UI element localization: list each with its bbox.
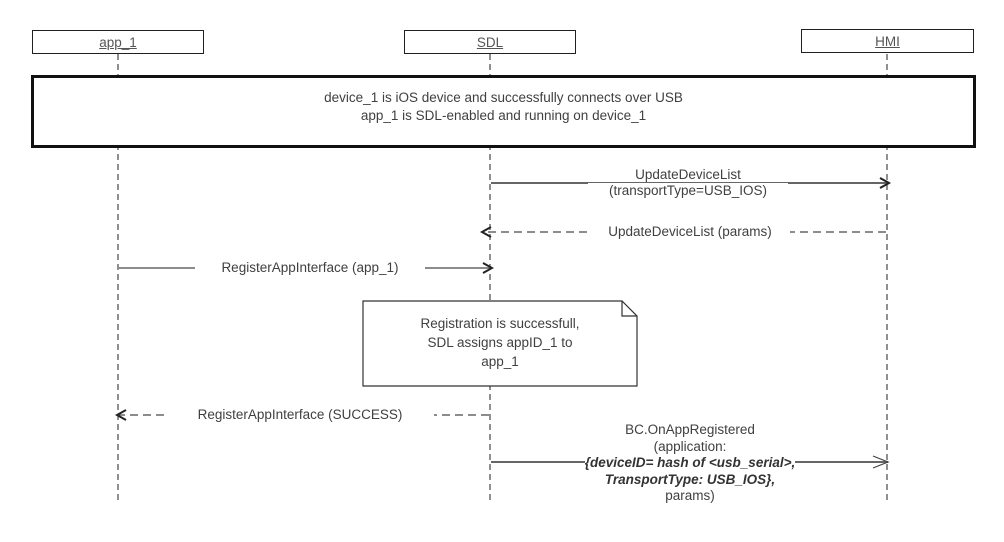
message-label-line: BC.OnAppRegistered xyxy=(625,422,755,437)
actor-hmi: HMI xyxy=(801,29,974,53)
message-label-on-app-registered: BC.OnAppRegistered (application: {device… xyxy=(555,422,825,505)
message-label-line: (application: xyxy=(653,438,727,454)
return-label-register-app-interface: RegisterAppInterface (SUCCESS) xyxy=(166,407,434,423)
message-label-line: UpdateDeviceList xyxy=(635,167,741,182)
message-label-line: TransportType: USB_IOS}, xyxy=(604,471,776,487)
actor-hmi-label: HMI xyxy=(875,33,900,49)
precondition-line-2: app_1 is SDL-enabled and running on devi… xyxy=(360,108,647,123)
message-label-register-app-interface: RegisterAppInterface (app_1) xyxy=(195,260,425,276)
note-shape xyxy=(362,300,638,387)
note-registration: Registration is successfull, SDL assigns… xyxy=(363,300,637,386)
message-label-line: params) xyxy=(665,488,715,503)
note-line-2: SDL assigns appID_1 to xyxy=(427,335,573,350)
precondition-frame: device_1 is iOS device and successfully … xyxy=(31,75,976,148)
note-line-3: app_1 xyxy=(481,354,519,369)
actor-app-1-label: app_1 xyxy=(99,34,137,50)
return-label-update-device-list: UpdateDeviceList (params) xyxy=(590,224,790,240)
actor-app-1: app_1 xyxy=(32,30,204,54)
precondition-line-1: device_1 is iOS device and successfully … xyxy=(324,90,683,105)
note-fold-icon xyxy=(621,301,637,317)
actor-sdl-label: SDL xyxy=(476,34,504,50)
message-label-line: (transportType=USB_IOS) xyxy=(588,183,788,199)
note-line-1: Registration is successfull, xyxy=(420,316,580,331)
message-label-update-device-list: UpdateDeviceList (transportType=USB_IOS) xyxy=(588,167,788,199)
actor-sdl: SDL xyxy=(404,30,576,54)
message-label-line: {deviceID= hash of <usb_serial>, xyxy=(584,455,796,472)
